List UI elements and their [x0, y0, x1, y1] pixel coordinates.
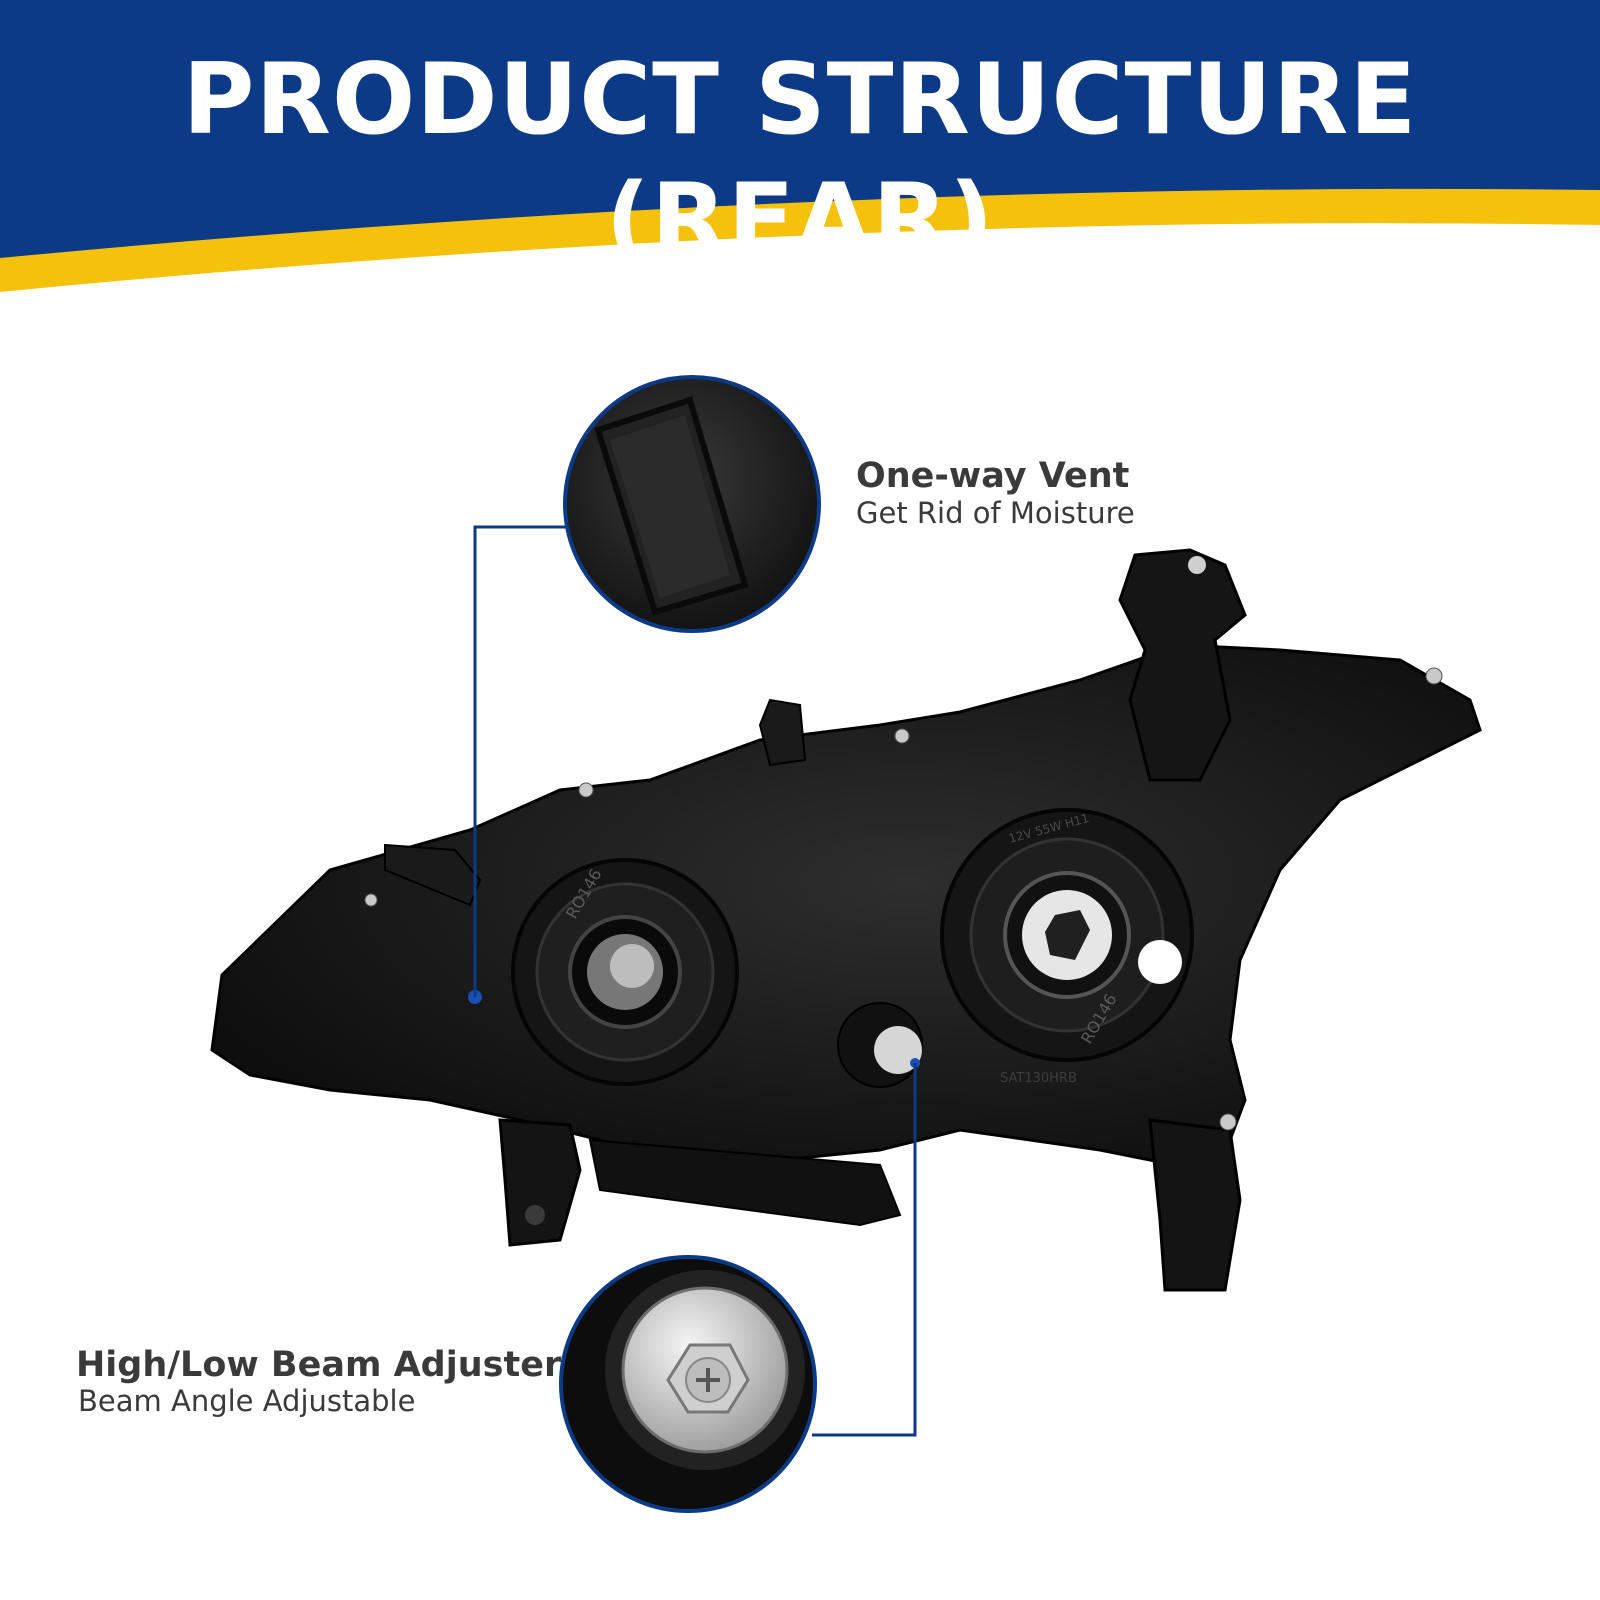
mount-bracket-bottom [1148, 1118, 1242, 1292]
header-blue-band [0, 0, 1600, 258]
mount-bracket-top [1118, 548, 1247, 782]
vent-callout-title: One-way Vent [856, 456, 1130, 496]
beam-adjuster-body [837, 1002, 923, 1088]
top-clip [758, 698, 807, 767]
bracket-screw [1188, 556, 1206, 574]
adjuster-callout-subtitle: Beam Angle Adjustable [78, 1384, 416, 1418]
vent-leader-line [473, 525, 570, 997]
housing-screws [364, 667, 1443, 1131]
adjuster-leader-line [812, 1063, 917, 1437]
vent-callout-subtitle: Get Rid of Moisture [856, 496, 1135, 530]
page-title: PRODUCT STRUCTURE (REAR) [182, 43, 1418, 277]
vent-zoom-circle [563, 375, 821, 633]
adjuster-zoom-circle [559, 1255, 817, 1513]
left-bulb-socket [511, 858, 739, 1086]
connector-block [588, 1138, 902, 1227]
mount-tab-bottom-left [498, 1118, 582, 1247]
headlight-housing [210, 643, 1482, 1172]
header-band [0, 0, 1600, 292]
header-yellow-stripe [0, 183, 1600, 292]
tab-hole [525, 1205, 545, 1225]
right-bulb-socket [940, 808, 1194, 1062]
adjuster-callout-title: High/Low Beam Adjuster [76, 1345, 562, 1385]
cert-marking: SAT130HRB [1000, 1071, 1077, 1086]
